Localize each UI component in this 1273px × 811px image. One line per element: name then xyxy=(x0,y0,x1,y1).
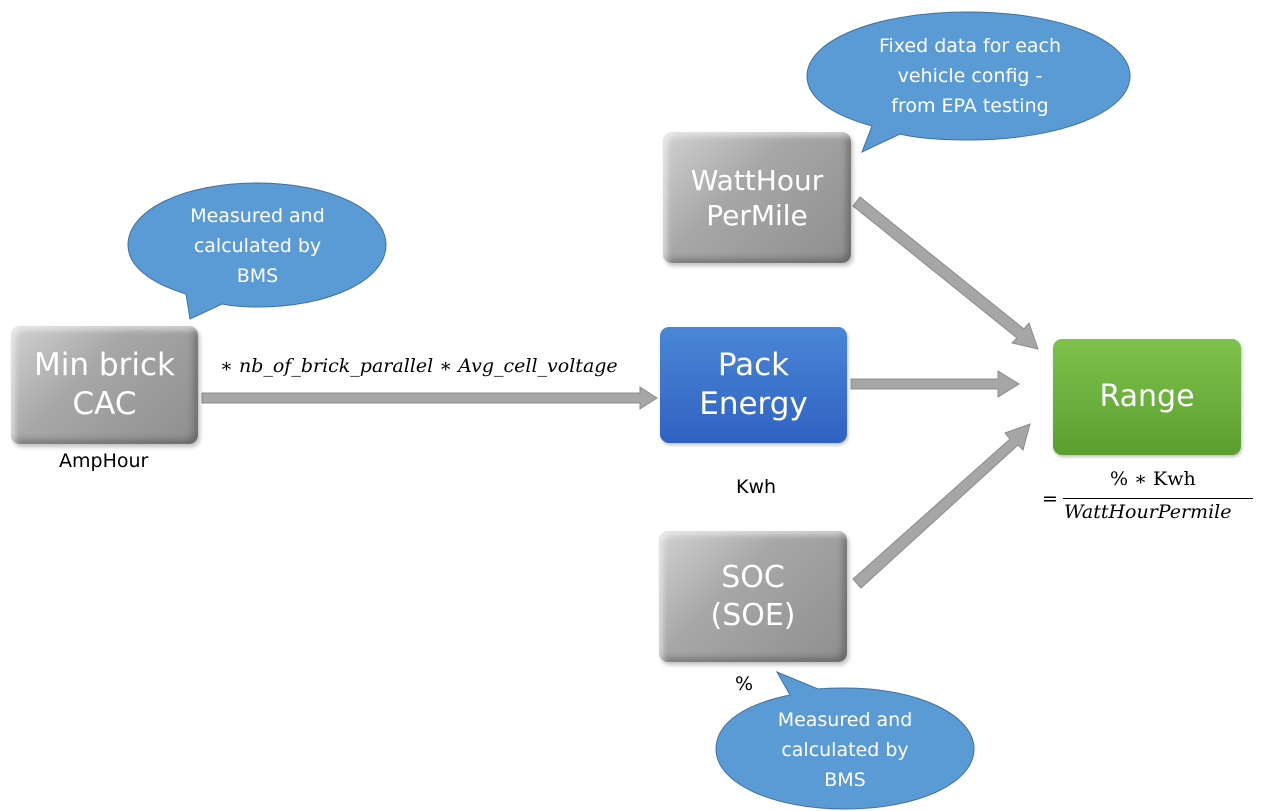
min-brick-cac-label: Min brick CAC xyxy=(34,347,175,422)
arrow-watt-to-range xyxy=(852,196,1039,350)
callout-top-bubble xyxy=(806,11,1131,153)
arrow-pack-to-range xyxy=(850,370,1020,398)
range-formula-fraction-bar xyxy=(1063,498,1253,499)
kwh-unit-label: Kwh xyxy=(736,476,777,498)
range-formula: = % ∗ Kwh WattHourPermile xyxy=(1038,468,1258,528)
callout-bottom-text: Measured and calculated by BMS xyxy=(777,709,913,791)
amphour-unit-label: AmpHour xyxy=(59,450,149,472)
min-brick-cac-box: Min brick CAC xyxy=(11,326,198,444)
watthour-per-mile-box: WattHour PerMile xyxy=(663,132,851,263)
soc-label: SOC (SOE) xyxy=(710,560,796,633)
pack-energy-box: Pack Energy xyxy=(660,327,847,443)
callout-left-bubble xyxy=(127,182,387,320)
callout-left-text: Measured and calculated by BMS xyxy=(190,205,325,287)
soc-box: SOC (SOE) xyxy=(659,531,847,662)
range-formula-equals: = xyxy=(1042,488,1058,510)
arrow-min-to-pack xyxy=(201,386,658,410)
range-formula-numerator: % ∗ Kwh xyxy=(1110,468,1196,490)
pack-energy-label: Pack Energy xyxy=(699,347,808,422)
min-to-pack-formula: ∗ nb_of_brick_parallel ∗ Avg_cell_voltag… xyxy=(220,355,618,377)
watthour-per-mile-label: WattHour PerMile xyxy=(690,163,824,232)
range-box: Range xyxy=(1053,339,1241,455)
callout-top-text: Fixed data for each vehicle config - fro… xyxy=(878,35,1062,117)
arrow-soc-to-range xyxy=(852,423,1031,589)
range-label: Range xyxy=(1099,379,1195,415)
range-formula-denominator: WattHourPermile xyxy=(1064,501,1232,523)
callout-bottom-bubble xyxy=(715,670,975,810)
percent-unit-label: % xyxy=(735,673,754,695)
